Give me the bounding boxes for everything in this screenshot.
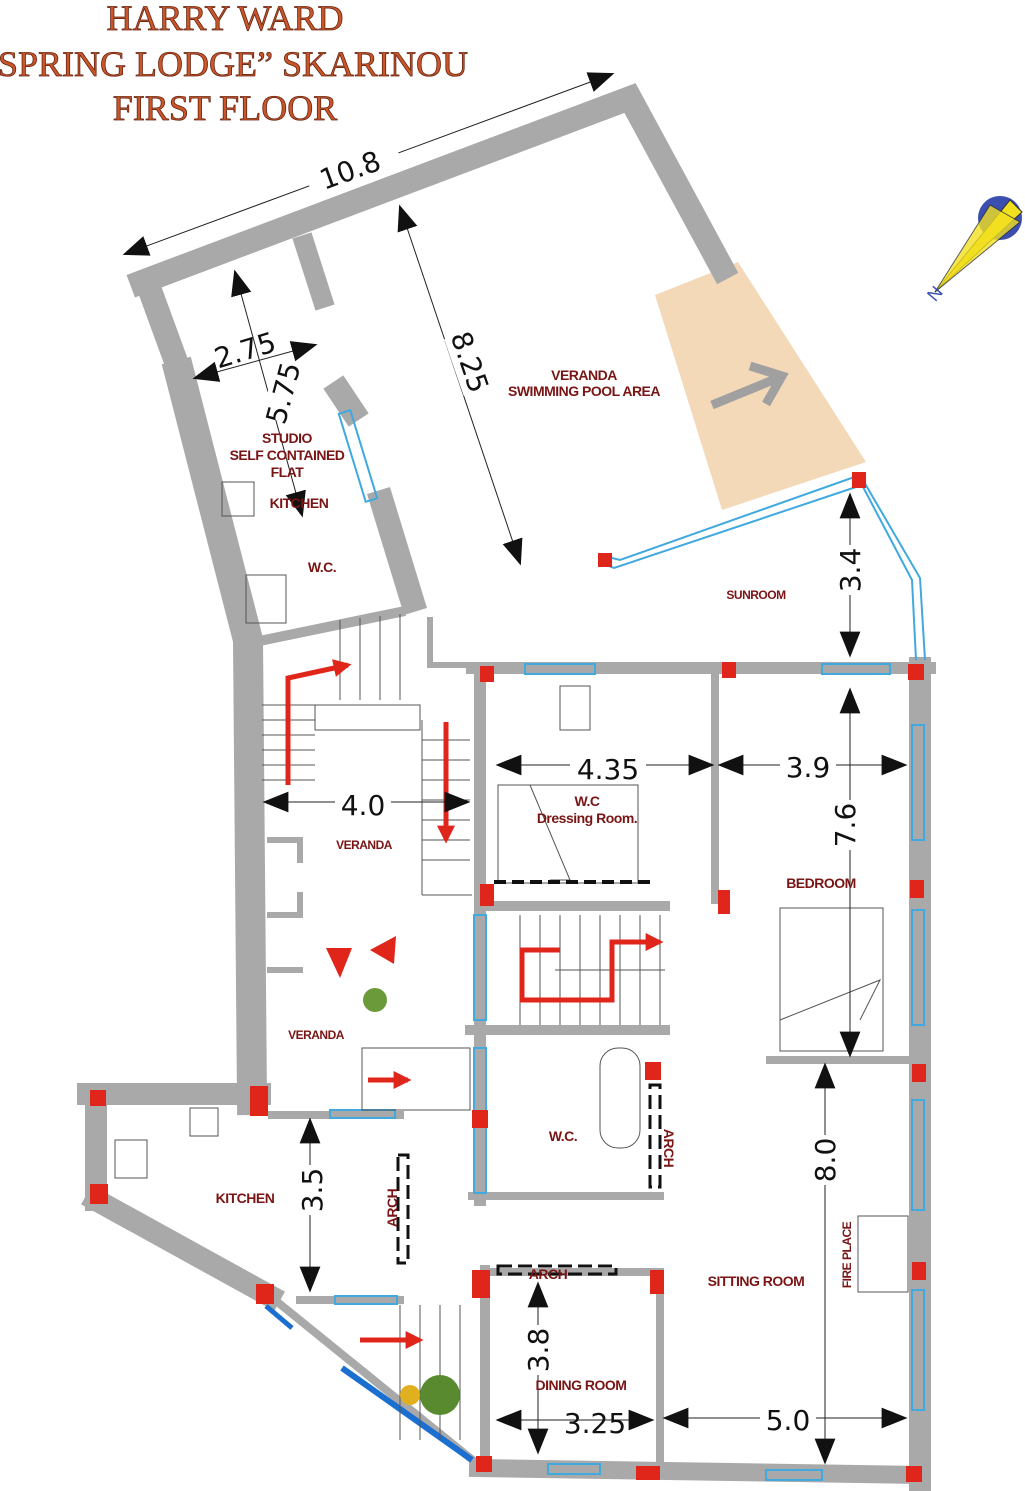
label-veranda-upper: VERANDA: [336, 838, 393, 852]
label-studio-kitchen: KITCHEN: [270, 495, 329, 511]
label-sitting-room: SITTING ROOM: [708, 1273, 805, 1289]
dim-bedroom-width: 3.9: [786, 751, 831, 784]
title-line-2: “SPRING LODGE” SKARINOU: [0, 44, 468, 84]
dim-veranda-width: 4.0: [341, 789, 386, 822]
dim-wc-dressing-width: 4.35: [577, 753, 639, 786]
label-wc-dressing-1: W.C: [575, 793, 600, 809]
label-arch-wc: ARCH: [661, 1129, 677, 1168]
label-studio-wc: W.C.: [308, 559, 336, 575]
label-veranda-lower: VERANDA: [288, 1028, 345, 1042]
label-arch-dining: ARCH: [529, 1266, 568, 1282]
dim-dining-width: 3.25: [564, 1407, 626, 1440]
dim-bedroom-length: 7.6: [829, 803, 862, 848]
dim-sitting-length: 8.0: [809, 1138, 842, 1183]
north-compass-icon: N: [923, 196, 1023, 305]
dim-sitting-width: 5.0: [766, 1404, 811, 1437]
windows: [264, 409, 926, 1481]
label-kitchen: KITCHEN: [216, 1190, 275, 1206]
room-labels: VERANDA SWIMMING POOL AREA STUDIO SELF C…: [216, 367, 857, 1393]
walls: [77, 83, 936, 1491]
label-wc-dressing-2: Dressing Room.: [537, 810, 637, 826]
stair-arrows: [285, 659, 664, 1349]
label-dining-room: DINING ROOM: [536, 1377, 627, 1393]
label-studio-2: SELF CONTAINED: [230, 447, 345, 463]
dim-veranda-depth: 8.25: [444, 327, 495, 397]
label-fire-place: FIRE PLACE: [840, 1221, 854, 1288]
label-wc: W.C.: [549, 1128, 577, 1144]
dim-studio-width: 2.75: [211, 326, 280, 376]
label-veranda-pool-2: SWIMMING POOL AREA: [508, 383, 660, 399]
label-arch-kitchen: ARCH: [384, 1188, 400, 1227]
pool-arrow: [710, 373, 780, 410]
plant: [420, 1375, 460, 1415]
label-veranda-pool-1: VERANDA: [551, 367, 617, 383]
dim-studio-length: 5.75: [259, 359, 307, 428]
dim-dining-depth: 3.8: [522, 1328, 555, 1373]
title-line-3: FIRST FLOOR: [113, 88, 337, 128]
stairs-fixtures: [114, 481, 909, 1440]
label-studio-3: FLAT: [271, 464, 305, 480]
label-sunroom: SUNROOM: [726, 588, 786, 602]
plant: [363, 988, 387, 1012]
dim-sunroom-depth: 3.4: [834, 548, 867, 593]
title-line-1: HARRY WARD: [106, 0, 343, 38]
label-studio-1: STUDIO: [262, 430, 313, 446]
columns: [90, 472, 926, 1482]
plant: [400, 1385, 420, 1405]
label-bedroom: BEDROOM: [786, 875, 856, 891]
dim-kitchen-depth: 3.5: [296, 1168, 329, 1213]
